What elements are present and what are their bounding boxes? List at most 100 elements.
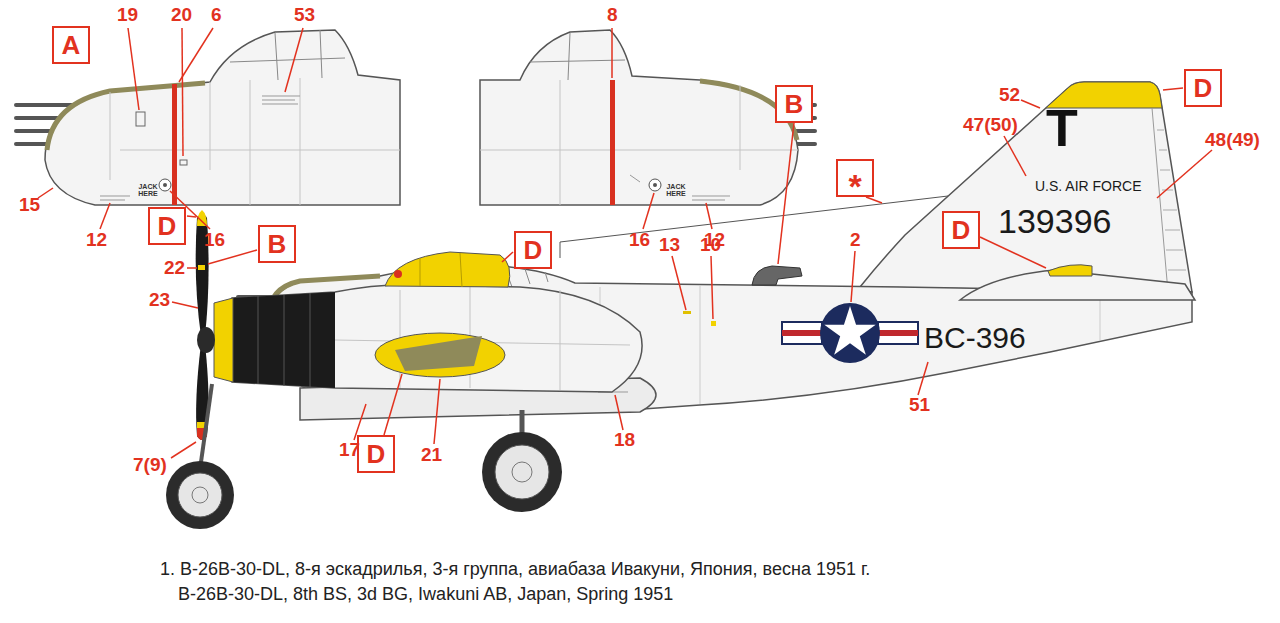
yellow-cowl-ring	[214, 298, 233, 382]
callout-letter-box: D	[1184, 69, 1222, 107]
callout-letter: *	[848, 169, 861, 203]
propeller-hub	[197, 327, 215, 353]
stencil-marks	[692, 196, 730, 200]
callout-letter: D	[367, 441, 386, 467]
leader-line	[172, 302, 198, 308]
callout-number: 18	[614, 430, 635, 451]
leader-line	[672, 256, 686, 310]
leader-line	[502, 252, 513, 262]
label-holder: B-26B-30-DL, 8th BS, 3d BG, Iwakuni AB, …	[178, 585, 673, 605]
label-holder: 15	[19, 195, 40, 216]
label-holder: 17	[339, 440, 360, 461]
label-holder: 48(49)	[1205, 130, 1260, 151]
callout-number: 12	[86, 230, 107, 251]
leader-line	[434, 379, 440, 444]
nacelle-top-lines	[420, 253, 462, 287]
leader-line	[179, 28, 213, 82]
yellow-stabilizer-tip	[1048, 265, 1092, 276]
callout-number: 53	[294, 5, 315, 26]
insignia-disc	[820, 303, 880, 363]
label-holder: 21	[421, 445, 442, 466]
label-holder: BC-396	[924, 321, 1026, 354]
callout-number: 16	[629, 230, 650, 251]
label-holder: T	[1046, 100, 1078, 157]
engine-nacelle	[232, 285, 642, 392]
label-holder: 2	[850, 230, 861, 251]
small-panel	[180, 160, 187, 165]
label-holder: JACK HERE	[664, 183, 688, 197]
red-light	[394, 270, 402, 278]
callout-letter-box: B	[775, 85, 813, 123]
label-holder: 12	[86, 230, 107, 251]
upper-turret	[752, 266, 802, 285]
callout-number: 52	[999, 85, 1020, 106]
nose-wheel-tire	[166, 461, 234, 529]
red-band	[610, 80, 615, 205]
main-wheel-hub	[495, 445, 549, 499]
leader-line	[171, 442, 196, 458]
nose-wheel-hub	[178, 473, 222, 517]
jack-point	[159, 179, 171, 191]
insignia-stripe	[878, 330, 918, 336]
yellow-mark	[711, 321, 716, 326]
callout-letter-box: A	[52, 26, 90, 64]
leader-line	[384, 374, 402, 435]
callout-number: 23	[149, 290, 170, 311]
callout-number: 48(49)	[1205, 130, 1260, 151]
callout-letter: D	[158, 213, 177, 239]
nacelle-panels	[335, 287, 630, 390]
leader-line	[643, 193, 654, 229]
nose-gear-strut	[201, 384, 212, 462]
label-holder: 10	[700, 235, 721, 256]
canopy-frame	[505, 268, 548, 287]
stencil-marks	[100, 196, 130, 200]
leader-line	[980, 237, 1046, 268]
leader-line	[918, 362, 928, 395]
panel-lines	[110, 78, 400, 205]
leader-line	[778, 123, 794, 264]
stencil-text: JACK HERE	[136, 183, 160, 197]
label-holder: 47(50)	[963, 115, 1018, 136]
yellow-nacelle-panel	[375, 333, 505, 377]
vertical-fin	[860, 82, 1192, 292]
jack-pad-mark	[630, 175, 640, 182]
insignia-bar	[782, 322, 822, 344]
callout-letter-box: D	[514, 231, 552, 269]
rudder-ribs	[1157, 130, 1186, 270]
insignia-star	[824, 306, 875, 355]
jack-point-center	[653, 183, 657, 187]
caption-line: B-26B-30-DL, 8th BS, 3d BG, Iwakuni AB, …	[178, 585, 673, 605]
nose-wheel-center	[192, 487, 208, 503]
label-holder: 7(9)	[133, 455, 167, 476]
label-holder: 16	[629, 230, 650, 251]
insignia-bar	[878, 322, 918, 344]
main-wheel-tire	[482, 432, 562, 512]
leader-line	[851, 251, 855, 302]
leader-line	[1004, 136, 1026, 176]
caption-holder: 1. B-26B-30-DL, 8-я эскадрилья, 3-я груп…	[160, 560, 870, 580]
cowl-flaps	[258, 293, 310, 387]
callout-letter-box: D	[942, 211, 980, 249]
label-holder: 139396	[998, 203, 1111, 240]
small-window	[136, 112, 145, 126]
label-holder: 18	[614, 430, 635, 451]
callout-number: 17	[339, 440, 360, 461]
label-holder: U.S. AIR FORCE	[1035, 179, 1142, 194]
label-holder: 53	[294, 5, 315, 26]
leader-line	[711, 256, 713, 319]
callout-letter: B	[785, 91, 804, 117]
callout-number: 6	[211, 5, 222, 26]
jack-point-center	[163, 183, 167, 187]
fuselage-nose	[45, 30, 400, 205]
callout-letter: B	[268, 231, 287, 257]
callout-letter-box: B	[258, 225, 296, 263]
label-holder: 51	[909, 395, 930, 416]
label-holder: 52	[999, 85, 1020, 106]
callout-number: 2	[850, 230, 861, 251]
leader-line	[611, 28, 613, 78]
panel-lines	[480, 80, 798, 205]
red-band	[172, 84, 177, 205]
callout-letter-box: *	[836, 159, 874, 197]
callout-number: 15	[19, 195, 40, 216]
